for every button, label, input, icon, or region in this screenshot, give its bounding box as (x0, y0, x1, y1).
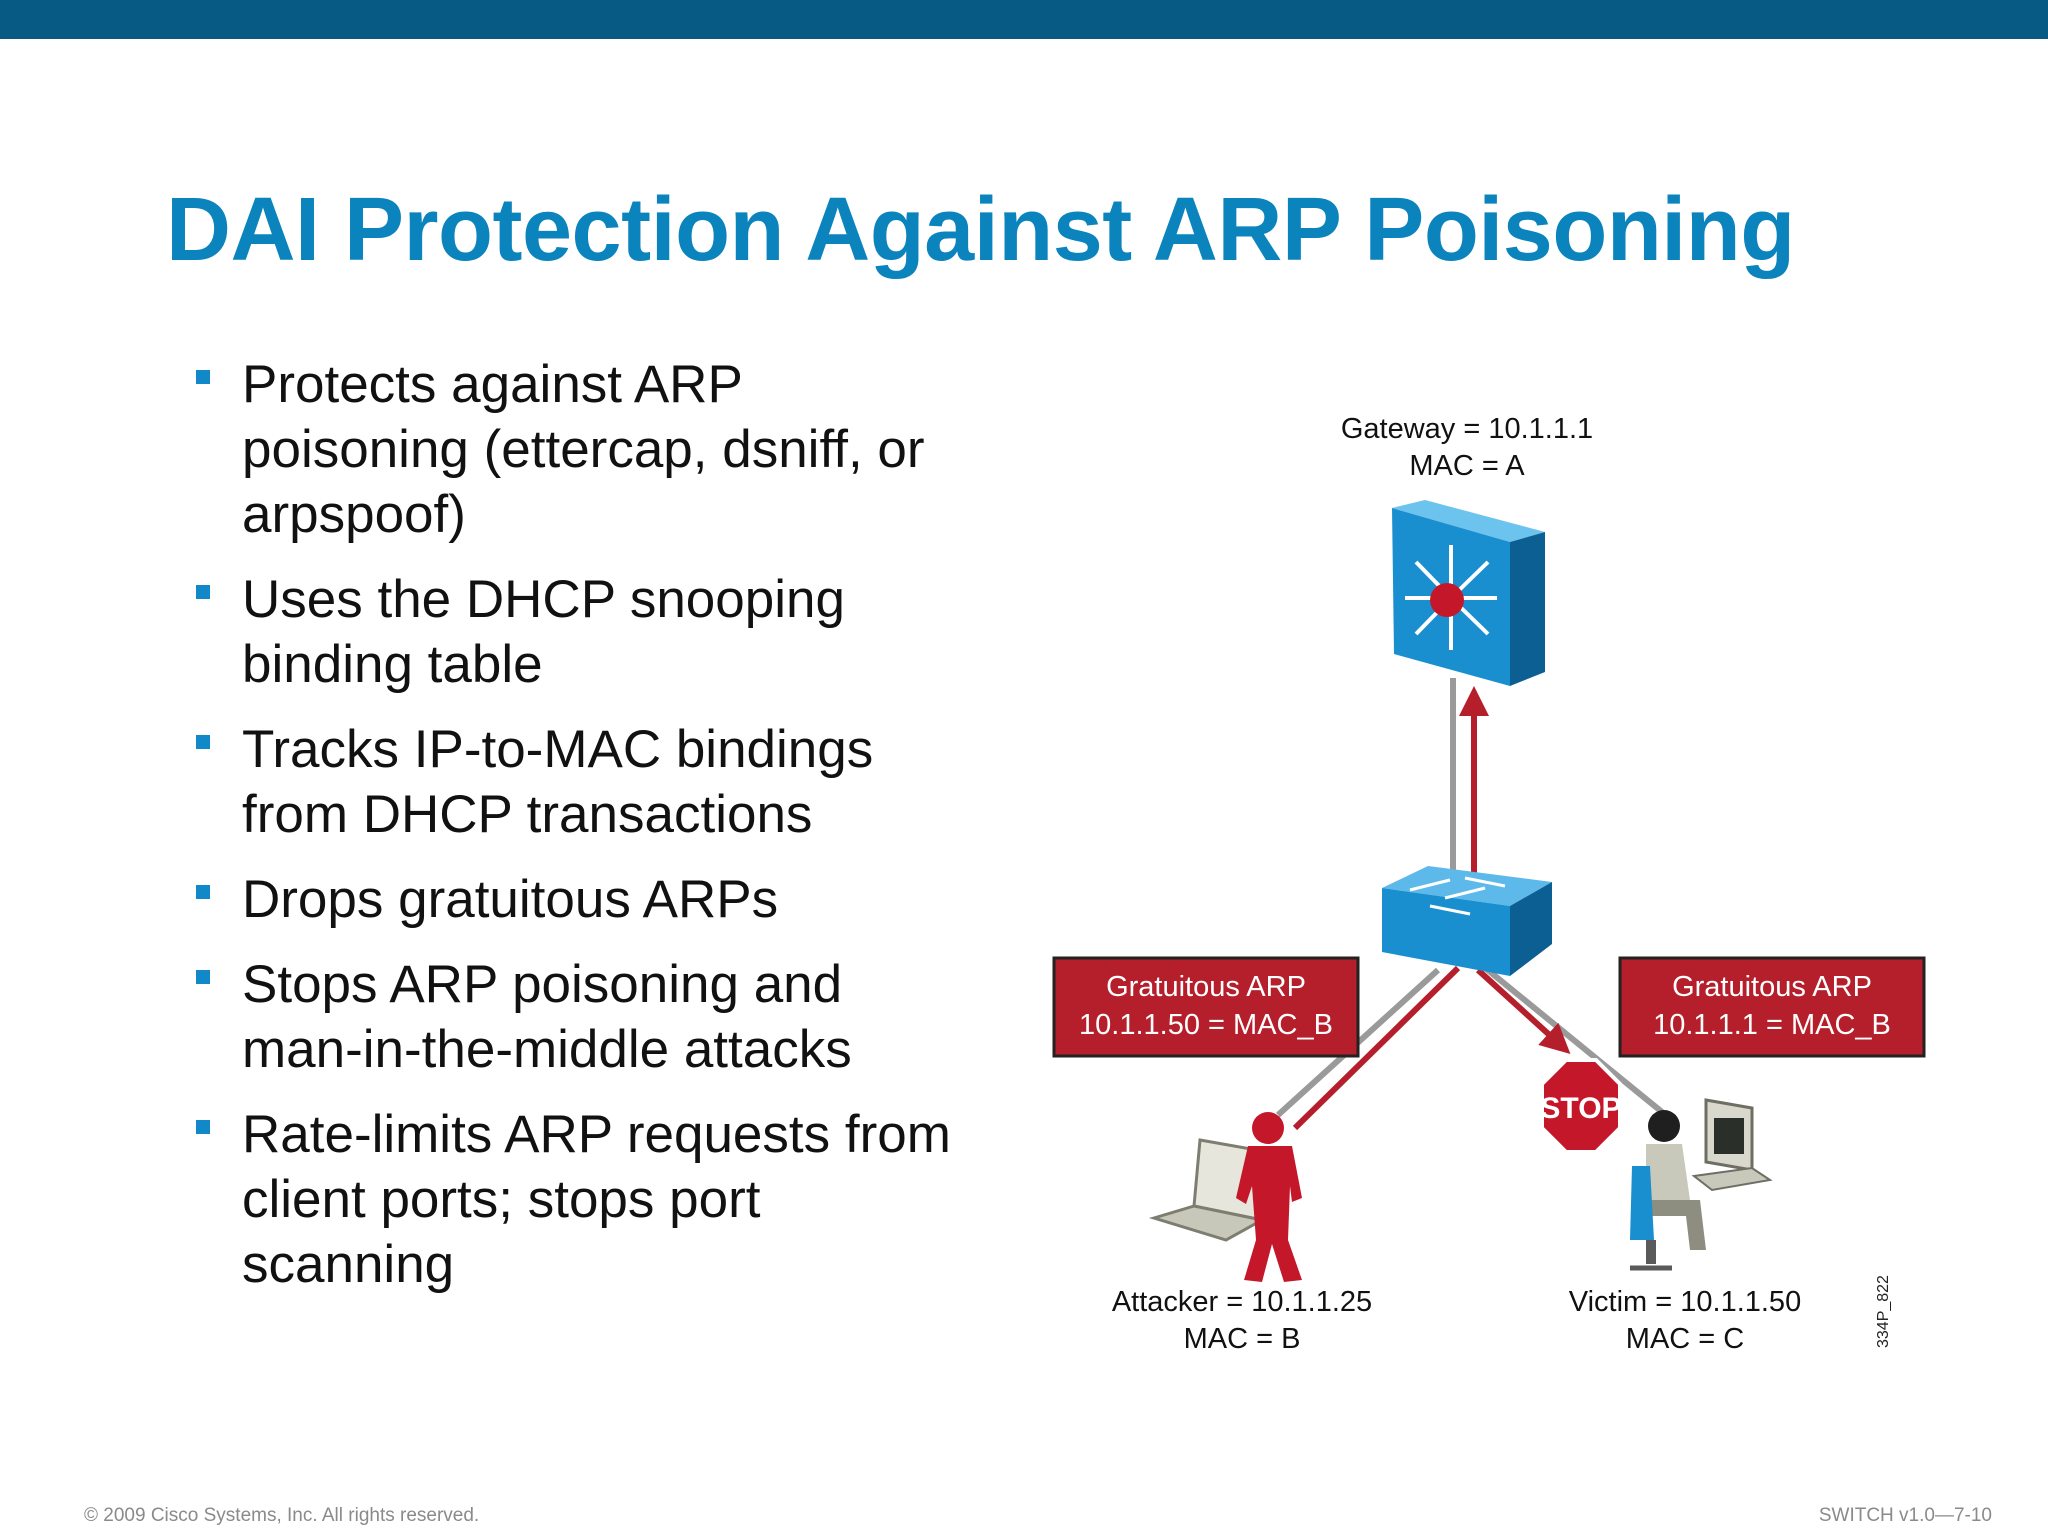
attacker-label-line2: MAC = B (1184, 1323, 1301, 1355)
victim-label-line2: MAC = C (1626, 1323, 1744, 1355)
bullet-list: Protects against ARP poisoning (ettercap… (196, 352, 956, 1317)
footer-copyright: © 2009 Cisco Systems, Inc. All rights re… (84, 1505, 480, 1526)
workstation-icon (1691, 1098, 1773, 1192)
arp-box-left: Gratuitous ARP 10.1.1.50 = MAC_B (1052, 956, 1360, 1058)
bullet-marker (196, 370, 210, 384)
bullet-item: Stops ARP poisoning and man-in-the-middl… (196, 952, 956, 1082)
gateway-label-line1: Gateway = 10.1.1.1 (1341, 413, 1593, 445)
footer-course: SWITCH v1.0—7-10 (1818, 1505, 1992, 1526)
attacker-icon (1236, 1112, 1302, 1282)
header-bar (0, 0, 2048, 39)
switch-icon (1382, 866, 1552, 976)
bullet-text: Drops gratuitous ARPs (242, 870, 779, 929)
bullet-text: Stops ARP poisoning and man-in-the-middl… (242, 955, 852, 1079)
victim-user-icon (1630, 1110, 1706, 1271)
bullet-text: Tracks IP-to-MAC bindings from DHCP tran… (242, 720, 874, 844)
stop-sign-icon: STOP (1540, 1058, 1622, 1154)
bullet-item: Rate-limits ARP requests from client por… (196, 1102, 956, 1297)
arp-right-line2: 10.1.1.1 = MAC_B (1653, 1009, 1891, 1041)
bullet-item: Uses the DHCP snooping binding table (196, 567, 956, 697)
gateway-label-line2: MAC = A (1409, 450, 1525, 482)
arp-left-line2: 10.1.1.50 = MAC_B (1079, 1009, 1333, 1041)
multilayer-switch-icon (1392, 500, 1545, 686)
bullet-text: Uses the DHCP snooping binding table (242, 570, 845, 694)
bullet-text: Protects against ARP poisoning (ettercap… (242, 355, 925, 544)
arp-right-line1: Gratuitous ARP (1672, 971, 1872, 1003)
slide-title: DAI Protection Against ARP Poisoning (166, 180, 1795, 280)
stop-sign-text: STOP (1540, 1092, 1621, 1125)
bullet-item: Tracks IP-to-MAC bindings from DHCP tran… (196, 717, 956, 847)
victim-link-red-arrow (1475, 967, 1571, 1055)
arp-left-line1: Gratuitous ARP (1106, 971, 1306, 1003)
figure-id: 334P_822 (1875, 1275, 1892, 1348)
arp-box-right: Gratuitous ARP 10.1.1.1 = MAC_B (1618, 956, 1926, 1058)
attacker-label-line1: Attacker = 10.1.1.25 (1112, 1286, 1372, 1318)
bullet-item: Protects against ARP poisoning (ettercap… (196, 352, 956, 547)
bullet-item: Drops gratuitous ARPs (196, 867, 956, 932)
bullet-marker (196, 970, 210, 984)
bullet-marker (196, 585, 210, 599)
bullet-marker (196, 1120, 210, 1134)
victim-label-line1: Victim = 10.1.1.50 (1569, 1286, 1801, 1318)
attacker-link-red (1292, 965, 1461, 1131)
bullet-marker (196, 885, 210, 899)
bullet-marker (196, 735, 210, 749)
bullet-text: Rate-limits ARP requests from client por… (242, 1105, 951, 1294)
